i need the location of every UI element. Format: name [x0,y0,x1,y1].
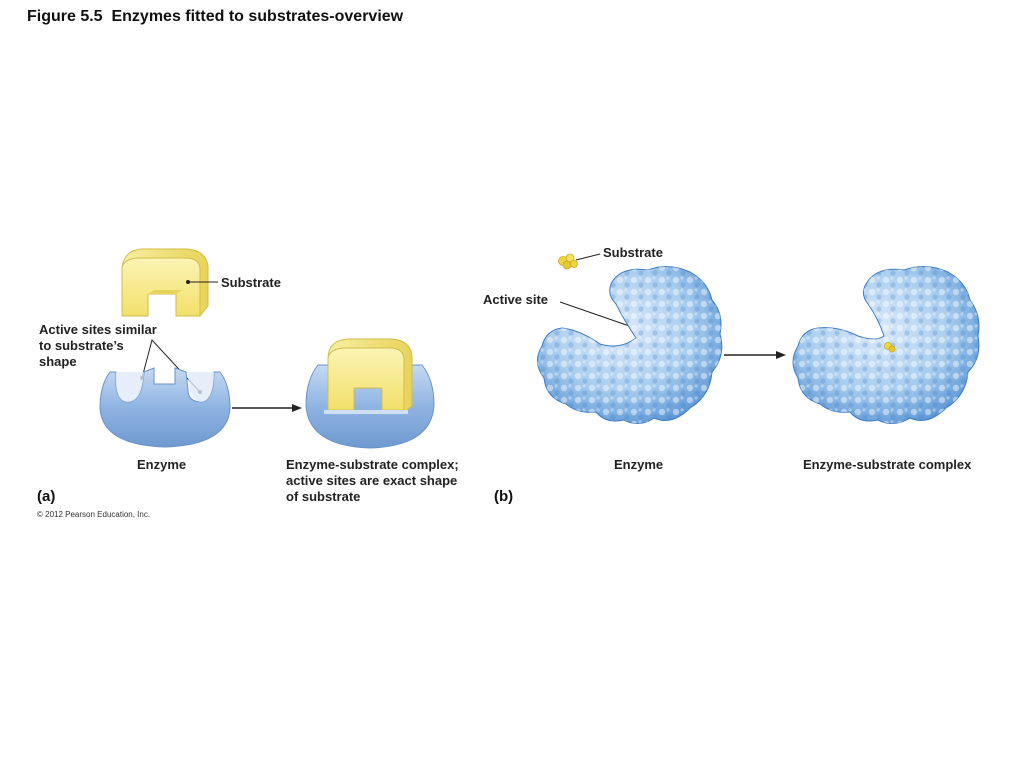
complex-a-label-line3: of substrate [286,489,360,504]
substrate-a-label: Substrate [221,275,281,290]
substrate-molecule-b [558,253,578,270]
page-title: Figure 5.5 Enzymes fitted to substrates-… [27,8,404,25]
active-sites-label-line1: Active sites similar [39,322,157,337]
panel-a-label: (a) [37,488,55,505]
active-sites-label-line2: to substrate’s [39,338,124,353]
protein-complex-b [792,266,980,424]
protein-enzyme-b [537,266,723,424]
substrate-block-a [121,248,209,318]
substrate-b-label: Substrate [603,245,663,260]
reaction-arrow-a-head [292,404,302,412]
copyright-text: © 2012 Pearson Education, Inc. [37,510,150,519]
complex-a-label-line2: active sites are exact shape [286,473,457,488]
complex-b-label: Enzyme-substrate complex [803,457,972,472]
enzyme-substrate-complex-a [305,338,435,449]
active-site-b-label: Active site [483,292,548,307]
complex-a-label-line1: Enzyme-substrate complex; [286,457,459,472]
substrate-b-leader [575,253,601,261]
panel-b-label: (b) [494,488,513,505]
enzyme-a-label: Enzyme [137,457,186,472]
reaction-arrow-b-head [776,351,786,359]
enzyme-b-label: Enzyme [614,457,663,472]
enzyme-shape-a [99,367,231,448]
active-sites-label-line3: shape [39,354,77,369]
substrate-a-dot [186,280,190,284]
active-site-b-leader [559,301,639,330]
